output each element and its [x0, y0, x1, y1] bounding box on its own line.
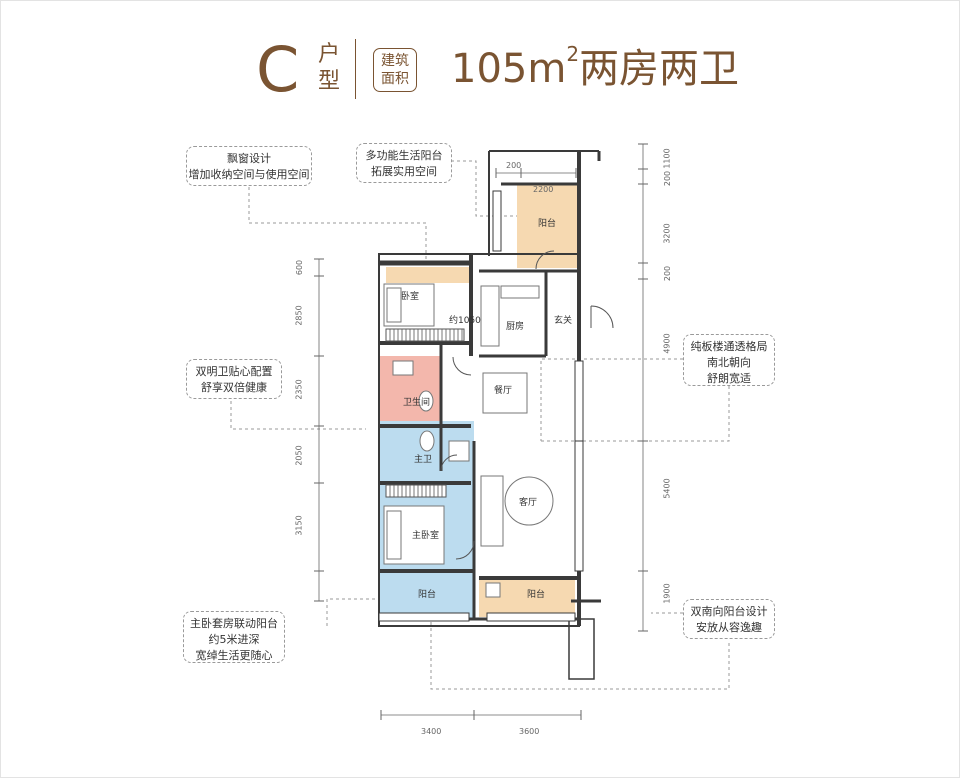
master-toilet [419, 430, 435, 452]
coffee-table [504, 476, 554, 526]
dimension-lines [318, 144, 644, 716]
unit-type-char-2: 型 [317, 69, 340, 94]
room-label-south-balcony-right: 阳台 [527, 588, 545, 600]
callout-double-bath-line-1: 双明卫贴心配置 [195, 365, 273, 378]
dim-right-4: 200 [663, 265, 673, 282]
callout-master-suite-line-3: 宽绰生活更随心 [195, 649, 273, 662]
unit-size-sup: 2 [566, 42, 580, 66]
kitchen-counter [480, 285, 500, 347]
dim-left-5: 3150 [294, 515, 304, 536]
room-label-kitchen: 厨房 [506, 320, 524, 332]
dim-left-4: 2050 [294, 445, 304, 466]
unit-layout: 两房两卫 [579, 46, 740, 92]
callout-south-balcony: 双南向阳台设计 安放从容逸趣 [683, 599, 775, 639]
bath-toilet [418, 390, 434, 412]
kitchen-stove [500, 285, 540, 299]
dim-right-7: 1900 [662, 583, 672, 604]
dim-right-3: 3200 [662, 223, 672, 244]
dim-right-2: 200 [663, 170, 673, 187]
dim-left-1: 600 [295, 259, 305, 276]
room-label-width: 约1050 [449, 314, 481, 326]
callout-master-suite: 主卧套房联动阳台 约5米进深 宽绰生活更随心 [183, 611, 285, 663]
callout-double-bath: 双明卫贴心配置 舒享双倍健康 [186, 359, 282, 399]
dimension-ticks [314, 143, 648, 720]
unit-type-letter: C [256, 33, 300, 106]
dim-right-1: 1100 [662, 148, 672, 169]
callout-master-suite-line-2: 约5米进深 [208, 633, 260, 646]
wardrobes [385, 328, 465, 498]
unit-size-unit: m [527, 46, 567, 92]
bedroom-pillow [386, 287, 402, 323]
room-label-master-bedroom: 主卧室 [412, 529, 439, 541]
dim-left-2: 2850 [294, 305, 304, 326]
bath-sink [392, 360, 414, 376]
furniture [383, 283, 554, 598]
sofa [480, 475, 504, 547]
unit-size-value: 105 [451, 46, 528, 92]
dim-top-1: 200 [506, 161, 522, 170]
callout-multi-balcony: 多功能生活阳台 拓展实用空间 [356, 143, 452, 183]
wardrobe-hatching [389, 329, 463, 497]
washer [485, 582, 501, 598]
room-label-entrance: 玄关 [554, 314, 572, 326]
callout-multi-balcony-line-1: 多功能生活阳台 [365, 149, 443, 162]
callout-through-layout: 纯板楼通透格局 南北朝向 舒朗宽适 [683, 334, 775, 386]
header-divider [355, 39, 356, 99]
room-label-north-balcony: 阳台 [538, 217, 556, 229]
callout-bay-window: 飘窗设计 增加收纳空间与使用空间 [186, 146, 312, 186]
callout-bay-window-line-1: 飘窗设计 [227, 152, 271, 165]
room-label-south-balcony-left: 阳台 [418, 588, 436, 600]
callout-multi-balcony-line-2: 拓展实用空间 [371, 165, 437, 178]
room-label-master-bath: 主卫 [414, 453, 432, 465]
doors [440, 250, 614, 560]
building-area-badge: 建筑 面积 [373, 48, 417, 92]
unit-size-title: 105m2两房两卫 [451, 41, 739, 97]
room-label-bathroom: 卫生间 [403, 396, 430, 408]
dining-table [482, 372, 528, 414]
room-label-dining: 餐厅 [494, 384, 512, 396]
callout-double-bath-line-2: 舒享双倍健康 [201, 381, 267, 394]
area-badge-line-1: 建筑 [381, 53, 409, 69]
callout-south-balcony-line-1: 双南向阳台设计 [690, 605, 768, 618]
room-label-living: 客厅 [519, 496, 537, 508]
unit-type-char-1: 户 [317, 42, 340, 67]
area-badge-line-2: 面积 [381, 71, 409, 87]
unit-type-label: 户 型 [317, 41, 341, 95]
dim-right-5: 4900 [662, 333, 672, 354]
dim-top-2: 2200 [533, 185, 554, 194]
room-label-bedroom: 卧室 [401, 290, 419, 302]
windows [378, 190, 584, 622]
shower [448, 440, 470, 462]
master-pillow [386, 510, 402, 560]
dim-bottom-1: 3400 [421, 727, 442, 736]
callout-south-balcony-line-2: 安放从容逸趣 [696, 621, 762, 634]
dim-right-6: 5400 [662, 478, 672, 499]
callout-through-layout-line-2: 南北朝向 [707, 356, 751, 369]
dim-bottom-2: 3600 [519, 727, 540, 736]
dim-left-3: 2350 [294, 379, 304, 400]
callout-master-suite-line-1: 主卧套房联动阳台 [190, 617, 278, 630]
callout-through-layout-line-3: 舒朗宽适 [707, 372, 751, 385]
callout-bay-window-line-2: 增加收纳空间与使用空间 [188, 168, 310, 181]
bay-window-fill [386, 267, 470, 283]
callout-through-layout-line-1: 纯板楼通透格局 [690, 340, 768, 353]
